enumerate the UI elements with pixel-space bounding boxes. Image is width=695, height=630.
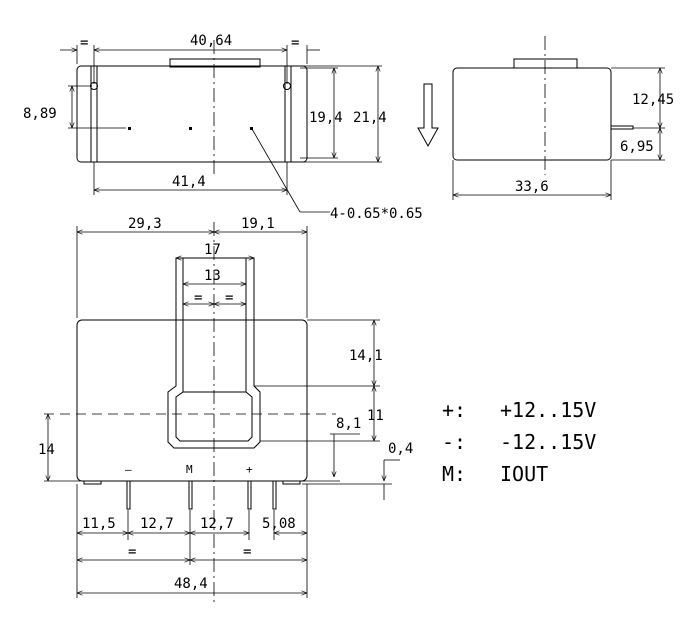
- pin-mark: [250, 127, 253, 130]
- dim-window-outer: 17: [204, 242, 221, 258]
- top-view: 40,64 = = 8,89 19,4 21,4 41,4 4-0.65*0.6…: [23, 33, 423, 222]
- dim-standoff: 0,4: [388, 441, 413, 457]
- top-view-tab: [169, 58, 261, 68]
- dim-spacing-1: 12,7: [140, 516, 174, 532]
- dim-overall-width: 40,64: [190, 33, 232, 49]
- legend-minus-key: -:: [442, 430, 466, 454]
- dim-window-height: 11: [367, 408, 384, 424]
- dim-upper-height: 12,45: [632, 92, 674, 108]
- dim-equal-left: =: [80, 35, 88, 51]
- dim-window-equal-right: =: [225, 290, 233, 306]
- legend-m-key: M:: [442, 462, 466, 486]
- pin-m-label: M: [186, 463, 193, 476]
- legend-minus-value: -12..15V: [500, 430, 596, 454]
- note-pin-size: 4-0.65*0.65: [330, 206, 423, 222]
- pin-plus: [247, 480, 252, 510]
- side-view-tab: [513, 58, 578, 69]
- dim-right-to-center: 19,1: [241, 216, 275, 232]
- pin-m: [188, 480, 193, 510]
- pin-mark: [128, 127, 131, 130]
- dim-window-inner: 13: [204, 268, 221, 284]
- dim-spacing-left: 11,5: [82, 516, 116, 532]
- dim-depth: 33,6: [515, 179, 549, 195]
- pin-minus-label: –: [125, 463, 132, 476]
- primary-conductor-outline: [167, 257, 261, 449]
- current-direction-arrow-icon: [417, 83, 439, 148]
- dim-equal-bottom-left: =: [128, 544, 136, 560]
- legend-m-value: IOUT: [500, 462, 548, 486]
- dim-spacing-2: 12,7: [200, 516, 234, 532]
- dim-pin-offset: 8,89: [23, 106, 57, 122]
- dim-window-depth: 8,1: [336, 416, 361, 432]
- pin-mount: [272, 480, 277, 510]
- dim-left-to-center: 29,3: [128, 216, 162, 232]
- dim-equal-bottom-right: =: [243, 544, 251, 560]
- top-view-outline: [76, 65, 308, 163]
- dim-spacing-right: 5,08: [262, 516, 296, 532]
- dim-overall-width-front: 48,4: [174, 576, 208, 592]
- dim-equal-right: =: [291, 35, 299, 51]
- side-view-pin: [610, 125, 634, 130]
- dim-lower-height: 6,95: [620, 139, 654, 155]
- dim-window-equal-left: =: [194, 290, 202, 306]
- pin-legend: +: +12..15V -: -12..15V M: IOUT: [442, 398, 596, 486]
- pin-mark: [189, 127, 192, 130]
- legend-plus-value: +12..15V: [500, 398, 596, 422]
- pin-plus-label: +: [246, 463, 253, 476]
- dim-pin-span: 41,4: [172, 174, 206, 190]
- dim-overall-height: 21,4: [353, 110, 387, 126]
- dim-center-height: 14: [38, 442, 55, 458]
- pin-minus: [126, 480, 131, 510]
- side-view: 12,45 6,95 33,6: [452, 36, 674, 200]
- front-view-outline: [76, 319, 308, 482]
- legend-plus-key: +:: [442, 398, 466, 422]
- dim-inner-height: 19,4: [309, 110, 343, 126]
- dim-top-to-window: 14,1: [349, 348, 383, 364]
- side-view-outline: [452, 67, 612, 161]
- front-view: – M + 29,3 19,1 17 13 = = 14,1 11 8,1: [38, 216, 413, 605]
